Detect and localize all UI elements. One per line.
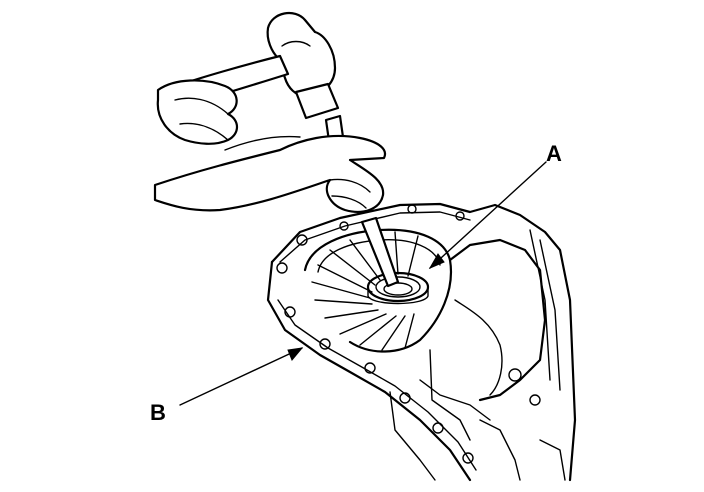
callout-leaders — [179, 161, 547, 406]
seal-bore — [366, 271, 430, 305]
leader-arrow-b — [287, 347, 304, 361]
housing-ribs — [311, 231, 419, 351]
hand-holding-punch — [153, 134, 387, 213]
transmission-housing — [266, 202, 577, 482]
flange-bolt-holes — [276, 204, 541, 464]
leader-line-a — [429, 161, 547, 269]
leader-line-b — [179, 347, 303, 406]
callout-label-a: A — [546, 141, 562, 166]
leader-arrow-a — [428, 253, 445, 270]
callout-label-b: B — [150, 400, 166, 425]
hammer — [156, 11, 340, 145]
